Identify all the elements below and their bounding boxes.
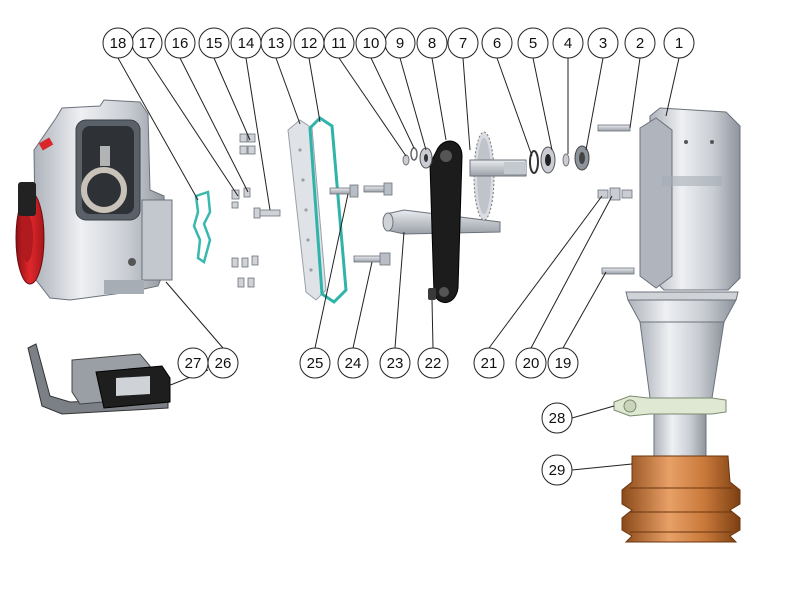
svg-text:23: 23 [387,355,404,372]
callout-12: 12 [293,27,325,59]
svg-text:10: 10 [363,35,380,52]
svg-text:17: 17 [139,35,156,52]
gasket-18 [192,190,212,265]
callout-24: 24 [337,347,369,379]
svg-text:8: 8 [428,35,436,52]
callout-14: 14 [230,27,262,59]
callout-18: 18 [102,27,134,59]
callout-1: 1 [663,27,695,59]
svg-text:18: 18 [110,35,127,52]
callout-23: 23 [379,347,411,379]
callout-5: 5 [517,27,549,59]
callouts: 1 2 3 4 5 6 7 8 9 10 11 12 13 14 15 16 1… [102,27,695,486]
gear-shaft-7 [469,131,527,221]
svg-text:25: 25 [307,355,324,372]
engine-assembly [15,99,173,301]
hardware-14-17 [231,133,281,288]
svg-text:16: 16 [172,35,189,52]
callout-3: 3 [587,27,619,59]
leader-lines [117,57,680,471]
clamp-28 [613,395,727,417]
svg-text:7: 7 [459,35,467,52]
svg-text:28: 28 [549,410,566,427]
svg-text:13: 13 [268,35,285,52]
callout-2: 2 [624,27,656,59]
bolt-25 [329,184,359,198]
svg-text:6: 6 [493,35,501,52]
bellows-29 [621,455,741,543]
svg-text:4: 4 [564,35,572,52]
svg-text:9: 9 [396,35,404,52]
svg-text:20: 20 [523,355,540,372]
callout-26: 26 [207,347,239,379]
callout-22: 22 [417,347,449,379]
svg-text:12: 12 [301,35,318,52]
callout-29: 29 [541,454,573,486]
svg-text:2: 2 [636,35,644,52]
bolt-24 [353,252,391,266]
svg-text:3: 3 [599,35,607,52]
svg-text:27: 27 [185,355,202,372]
callout-17: 17 [131,27,163,59]
bolt-upper [363,182,393,196]
rings-9-11 [402,147,433,169]
callout-6: 6 [481,27,513,59]
callout-20: 20 [515,347,547,379]
callout-4: 4 [552,27,584,59]
svg-text:11: 11 [331,35,347,52]
svg-text:21: 21 [481,355,498,372]
svg-text:22: 22 [425,355,442,372]
neck-tube [625,291,739,459]
pin-22 [428,288,436,300]
callout-9: 9 [384,27,416,59]
svg-text:5: 5 [529,35,537,52]
callout-21: 21 [473,347,505,379]
callout-7: 7 [447,27,479,59]
callout-28: 28 [541,402,573,434]
callout-19: 19 [547,347,579,379]
svg-text:1: 1 [675,35,683,52]
callout-27: 27 [177,347,209,379]
callout-10: 10 [355,27,387,59]
svg-text:29: 29 [549,462,566,479]
pins-2-19-20-21 [597,124,635,275]
svg-text:19: 19 [555,355,572,372]
connecting-rod-8 [429,140,463,303]
gasket-12 [308,116,348,304]
callout-15: 15 [198,27,230,59]
housing-1 [639,107,741,291]
svg-text:15: 15 [206,35,223,52]
cover-plate-holes [298,148,313,272]
svg-text:24: 24 [345,355,362,372]
mounting-bracket [27,343,171,415]
callout-11: 11 [323,27,355,59]
svg-text:26: 26 [215,355,232,372]
callout-16: 16 [164,27,196,59]
svg-text:14: 14 [238,35,255,52]
callout-8: 8 [416,27,448,59]
callout-13: 13 [260,27,292,59]
callout-25: 25 [299,347,331,379]
bearings-3-6 [529,145,590,174]
